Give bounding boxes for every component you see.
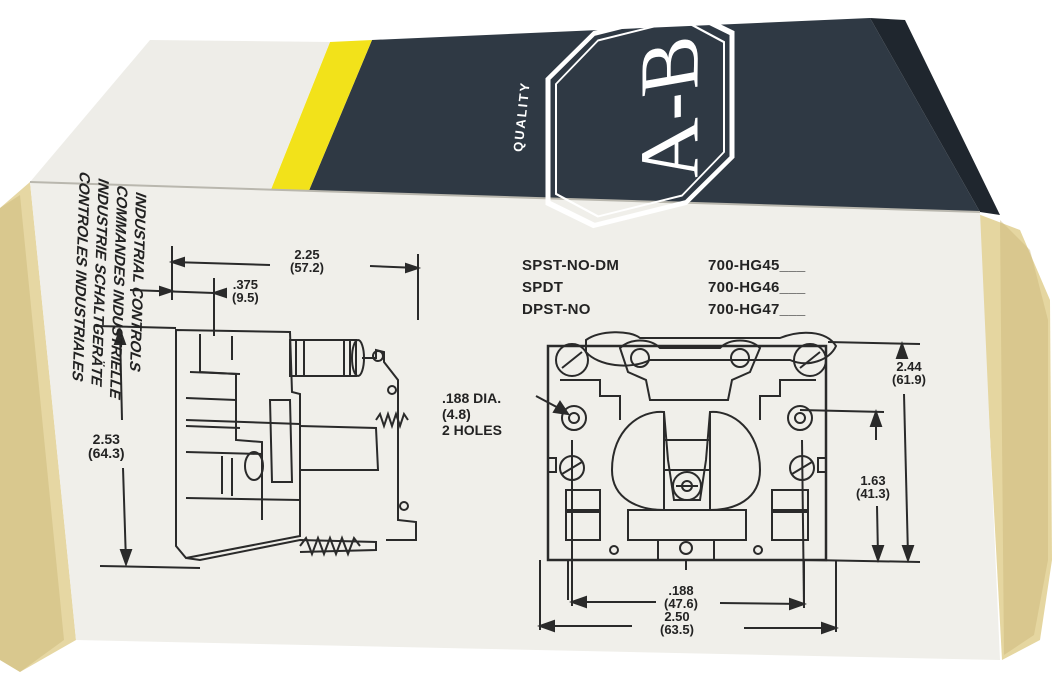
box-top-navy: [300, 18, 980, 212]
ab-logo-badge: [545, 7, 735, 229]
dim-base-width: 2.50 (63.5): [660, 609, 694, 637]
box-top-back-edge: [870, 18, 1000, 215]
brand-logo: A-B: [623, 29, 717, 191]
dim-width-top: 2.25 (57.2): [290, 247, 324, 275]
model-type-1: SPST-NO-DM: [522, 257, 620, 274]
box-front-top-edge: [29, 181, 981, 213]
dim-offset: .375 (9.5): [232, 277, 259, 305]
side-view-drawing: [95, 246, 422, 569]
model-type-2: SPDT: [522, 279, 564, 296]
model-code-3: 700-HG47___: [708, 301, 806, 318]
right-flap-shade: [1000, 220, 1048, 655]
model-type-3: DPST-NO: [522, 301, 591, 318]
front-view-drawing: [535, 331, 921, 635]
dim-height-left: 2.53 (64.3): [88, 431, 125, 461]
dim-hole: .188 DIA. (4.8) 2 HOLES: [442, 390, 502, 438]
dim-hole-height: 1.63 (41.3): [856, 473, 890, 501]
model-code-2: 700-HG46___: [708, 279, 806, 296]
dim-height-right: 2.44 (61.9): [892, 359, 926, 387]
left-flap-shade: [0, 195, 64, 672]
brand-tagline: INDUSTRIAL CONTROLS COMMANDES INDUSTRIEL…: [67, 169, 150, 410]
right-flap: [978, 214, 1052, 660]
dim-hole-spacing: .188 (47.6): [664, 583, 698, 611]
model-code-1: 700-HG45___: [708, 257, 806, 274]
box-top-yellow-stripe: [262, 40, 372, 212]
box-top-white-panel: [30, 40, 330, 212]
